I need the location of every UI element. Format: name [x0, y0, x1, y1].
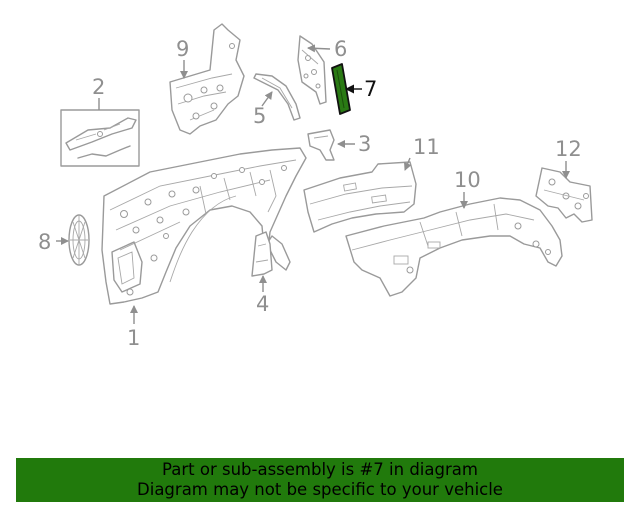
callout-2: 2	[92, 75, 105, 110]
part-3-bracket[interactable]	[307, 129, 335, 161]
callout-12: 12	[555, 137, 582, 179]
callout-label-8: 8	[38, 230, 51, 254]
part-7-reinforcement[interactable]	[331, 63, 351, 115]
part-1-wheelhouse[interactable]	[101, 147, 307, 305]
part-8-grommet[interactable]	[68, 214, 90, 266]
part-5-brace[interactable]	[253, 73, 301, 121]
part-12-panel[interactable]	[535, 167, 593, 223]
callout-5: 5	[253, 91, 273, 128]
callout-8: 8	[38, 230, 69, 254]
part-4-bracket[interactable]	[251, 231, 273, 277]
callout-10: 10	[454, 168, 481, 209]
callout-4: 4	[256, 275, 269, 316]
callout-label-11: 11	[413, 135, 440, 159]
callout-6: 6	[307, 37, 347, 61]
callout-label-7: 7	[364, 77, 377, 101]
fitment-notice-banner: Part or sub-assembly is #7 in diagram Di…	[16, 458, 624, 502]
part-6-plate[interactable]	[297, 35, 327, 105]
callout-label-3: 3	[358, 132, 371, 156]
callout-label-4: 4	[256, 292, 269, 316]
callout-label-9: 9	[176, 37, 189, 61]
callout-3: 3	[337, 132, 371, 156]
part-11-panel[interactable]	[303, 161, 417, 233]
banner-line-2: Diagram may not be specific to your vehi…	[137, 480, 503, 499]
callout-label-6: 6	[334, 37, 347, 61]
callout-label-1: 1	[127, 326, 140, 350]
callout-11: 11	[404, 135, 440, 171]
part-2-inset[interactable]	[60, 109, 140, 167]
callout-1: 1	[127, 305, 140, 350]
callout-label-2: 2	[92, 75, 105, 99]
callout-label-10: 10	[454, 168, 481, 192]
callout-label-12: 12	[555, 137, 582, 161]
part-9-bracket[interactable]	[169, 23, 245, 135]
part-10-panel[interactable]	[345, 197, 563, 297]
banner-line-1: Part or sub-assembly is #7 in diagram	[162, 460, 478, 479]
parts-diagram: 9 6 7 2 5 3 11 12 10 8 4 1	[38, 23, 593, 350]
callout-7: 7	[345, 77, 377, 101]
callout-9: 9	[176, 37, 189, 79]
callout-label-5: 5	[253, 104, 266, 128]
